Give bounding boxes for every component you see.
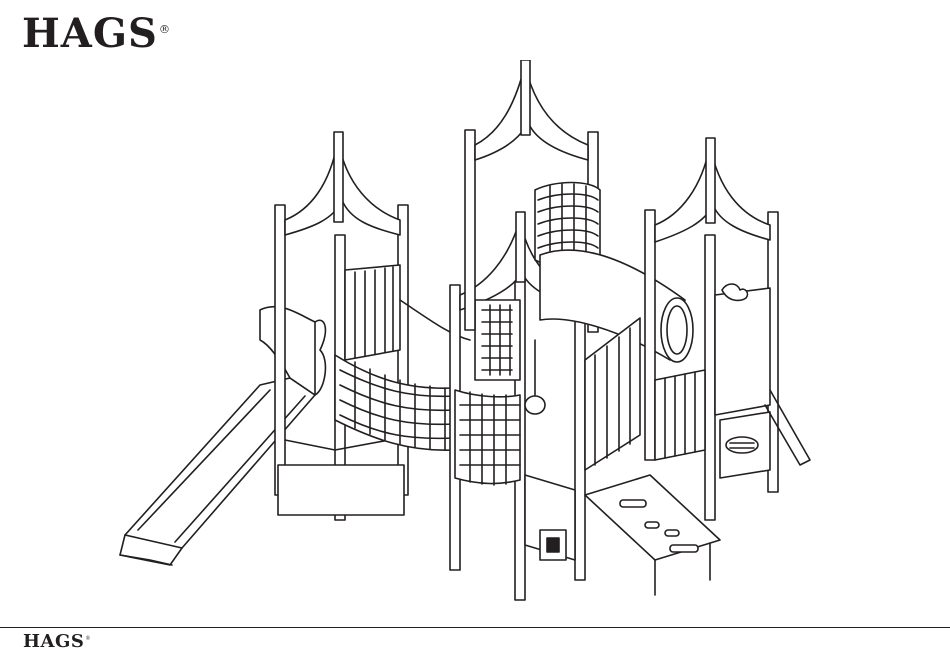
playground-illustration bbox=[110, 60, 820, 610]
brand-logo-header: HAGS® bbox=[22, 14, 171, 54]
brand-logo-text: HAGS bbox=[22, 10, 158, 57]
slide bbox=[120, 307, 325, 565]
brand-logo-text: HAGS bbox=[23, 631, 84, 652]
side-railing bbox=[585, 318, 640, 470]
climbing-ramp bbox=[585, 475, 720, 595]
registered-mark: ® bbox=[85, 636, 91, 642]
brand-logo-footer: HAGS® bbox=[23, 633, 91, 651]
footer-divider bbox=[0, 627, 950, 628]
registered-mark: ® bbox=[159, 23, 171, 36]
